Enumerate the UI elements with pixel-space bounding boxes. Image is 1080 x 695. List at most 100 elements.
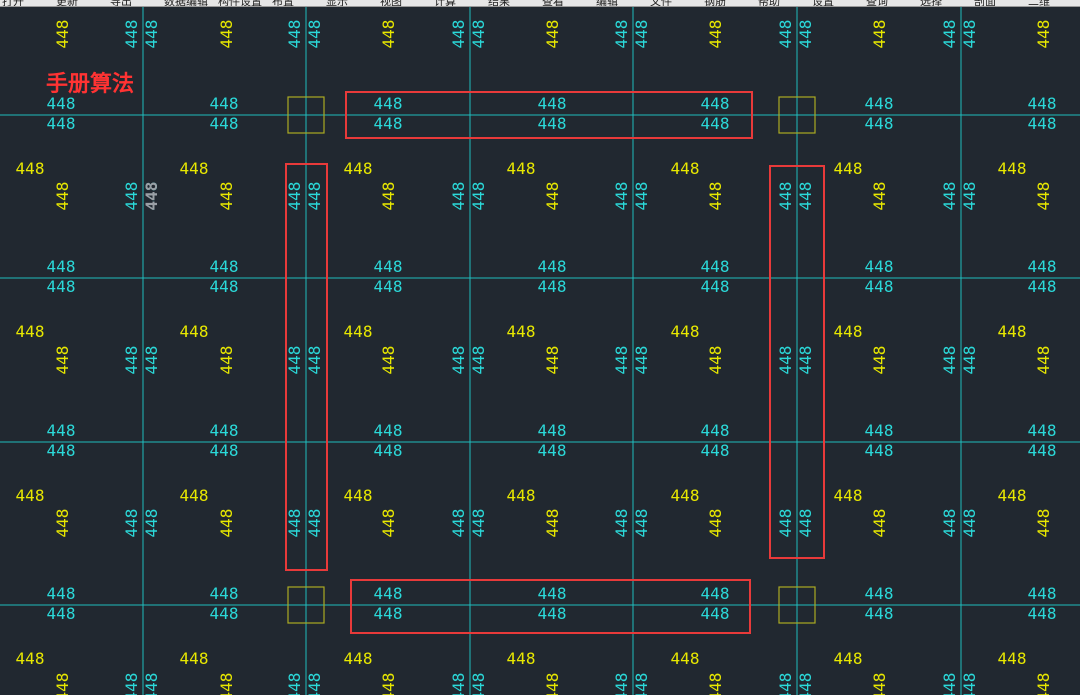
rebar-label: 448 xyxy=(210,114,239,133)
toolbar-item[interactable]: 布置 xyxy=(272,0,294,7)
rebar-label-vertical: 448 xyxy=(612,20,631,49)
rebar-label-vertical: 448 xyxy=(305,182,324,211)
rebar-label: 448 xyxy=(507,649,536,668)
rebar-label-vertical: 448 xyxy=(960,673,979,695)
toolbar-item[interactable]: 数据编辑 xyxy=(164,0,208,7)
rebar-label-vertical: 448 xyxy=(543,182,562,211)
toolbar-item[interactable]: 查询 xyxy=(866,0,888,7)
rebar-label-vertical: 448 xyxy=(217,182,236,211)
rebar-label-vertical: 448 xyxy=(612,182,631,211)
toolbar-item[interactable]: 二维 xyxy=(1028,0,1050,7)
rebar-label-vertical: 448 xyxy=(53,346,72,375)
rebar-label: 448 xyxy=(210,584,239,603)
rebar-label: 448 xyxy=(701,421,730,440)
rebar-label: 448 xyxy=(47,257,76,276)
rebar-label-vertical: 448 xyxy=(870,346,889,375)
rebar-label: 448 xyxy=(1028,584,1057,603)
rebar-label: 448 xyxy=(538,584,567,603)
toolbar-item[interactable]: 编辑 xyxy=(596,0,618,7)
rebar-label: 448 xyxy=(374,441,403,460)
toolbar-item[interactable]: 导出 xyxy=(110,0,132,7)
rebar-label-vertical: 448 xyxy=(796,673,815,695)
toolbar-item[interactable]: 帮助 xyxy=(758,0,780,7)
toolbar-item[interactable]: 钢筋 xyxy=(704,0,726,7)
rebar-label: 448 xyxy=(180,322,209,341)
rebar-label: 448 xyxy=(998,486,1027,505)
rebar-label-vertical: 448 xyxy=(706,182,725,211)
rebar-label-vertical: 448 xyxy=(217,509,236,538)
rebar-label-vertical: 448 xyxy=(1034,182,1053,211)
rebar-label-vertical: 448 xyxy=(776,20,795,49)
rebar-label: 448 xyxy=(374,277,403,296)
rebar-label-vertical: 448 xyxy=(142,346,161,375)
rebar-label-vertical: 448 xyxy=(612,673,631,695)
rebar-label-vertical: 448 xyxy=(632,346,651,375)
rebar-label-vertical: 448 xyxy=(285,182,304,211)
highlight-box xyxy=(345,91,753,139)
rebar-label-vertical: 448 xyxy=(796,20,815,49)
rebar-label: 448 xyxy=(180,486,209,505)
rebar-label-vertical: 448 xyxy=(940,673,959,695)
rebar-label: 448 xyxy=(865,441,894,460)
toolbar-item[interactable]: 视图 xyxy=(380,0,402,7)
rebar-label-vertical: 448 xyxy=(285,346,304,375)
toolbar-item[interactable]: 更新 xyxy=(56,0,78,7)
rebar-label-vertical: 448 xyxy=(122,182,141,211)
highlight-box xyxy=(285,163,328,571)
manual-method-annotation: 手册算法 xyxy=(46,71,134,97)
rebar-label-vertical: 448 xyxy=(122,346,141,375)
rebar-label: 448 xyxy=(671,159,700,178)
rebar-label-vertical: 448 xyxy=(142,182,161,211)
rebar-label: 448 xyxy=(507,486,536,505)
rebar-label: 448 xyxy=(180,159,209,178)
highlight-boxes xyxy=(285,91,825,634)
rebar-label-vertical: 448 xyxy=(53,182,72,211)
rebar-label-vertical: 448 xyxy=(960,509,979,538)
rebar-label: 448 xyxy=(538,277,567,296)
rebar-label-vertical: 448 xyxy=(940,346,959,375)
rebar-label: 448 xyxy=(374,257,403,276)
rebar-label: 448 xyxy=(507,159,536,178)
rebar-label: 448 xyxy=(210,94,239,113)
toolbar-item[interactable]: 剖面 xyxy=(974,0,996,7)
rebar-label: 448 xyxy=(1028,94,1057,113)
rebar-label: 448 xyxy=(538,421,567,440)
rebar-label: 448 xyxy=(834,649,863,668)
toolbar-item[interactable]: 构件设置 xyxy=(218,0,262,7)
toolbar-item[interactable]: 计算 xyxy=(434,0,456,7)
toolbar-item[interactable]: 显示 xyxy=(326,0,348,7)
rebar-label: 448 xyxy=(374,94,403,113)
rebar-label-vertical: 448 xyxy=(612,346,631,375)
rebar-label-vertical: 448 xyxy=(142,20,161,49)
rebar-label-vertical: 448 xyxy=(305,673,324,695)
rebar-label: 448 xyxy=(344,322,373,341)
toolbar-item[interactable]: 结果 xyxy=(488,0,510,7)
rebar-label: 448 xyxy=(374,421,403,440)
toolbar-item[interactable]: 查看 xyxy=(542,0,564,7)
rebar-label: 448 xyxy=(701,277,730,296)
rebar-label: 448 xyxy=(16,322,45,341)
rebar-label-vertical: 448 xyxy=(632,673,651,695)
toolbar-item[interactable]: 打开 xyxy=(2,0,24,7)
rebar-label-vertical: 448 xyxy=(469,182,488,211)
rebar-label-vertical: 448 xyxy=(796,509,815,538)
rebar-label-vertical: 448 xyxy=(960,346,979,375)
toolbar-item[interactable]: 设置 xyxy=(812,0,834,7)
rebar-label-vertical: 448 xyxy=(706,509,725,538)
rebar-label: 448 xyxy=(210,441,239,460)
rebar-label-vertical: 448 xyxy=(1034,673,1053,695)
rebar-label-vertical: 448 xyxy=(1034,20,1053,49)
rebar-label-vertical: 448 xyxy=(449,20,468,49)
rebar-label: 448 xyxy=(834,486,863,505)
toolbar-item[interactable]: 文件 xyxy=(650,0,672,7)
toolbar-item[interactable]: 选择 xyxy=(920,0,942,7)
rebar-label-vertical: 448 xyxy=(122,20,141,49)
rebar-label: 448 xyxy=(865,584,894,603)
rebar-label-vertical: 448 xyxy=(217,20,236,49)
rebar-label-vertical: 448 xyxy=(53,509,72,538)
rebar-label-vertical: 448 xyxy=(469,509,488,538)
rebar-label-vertical: 448 xyxy=(543,673,562,695)
rebar-label-vertical: 448 xyxy=(543,509,562,538)
